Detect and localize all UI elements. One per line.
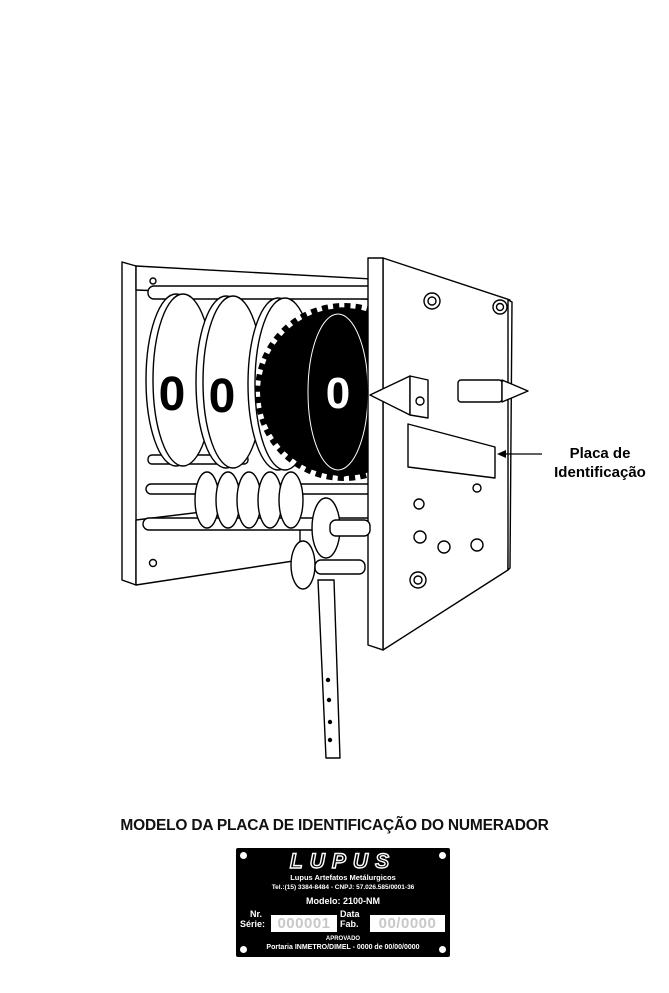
wheel-digit-3: 0 (261, 372, 288, 425)
serial-number-label: Nr. Série: (240, 909, 266, 929)
serial-label-line-1: Nr. (249, 909, 262, 919)
gear-train (194, 471, 371, 590)
frame-id-plate (407, 423, 496, 479)
serial-number-field: 000001 (271, 915, 337, 932)
ordinance-label: Portaria INMETRO/DIMEL - 0000 de 00/00/0… (266, 944, 420, 951)
manufacture-date-label: Data Fab. (340, 909, 368, 929)
identification-plate-callout: Placa de Identificação (540, 444, 660, 482)
callout-line-1: Placa de (569, 445, 631, 462)
drive-arm (317, 579, 341, 759)
company-contact: Tel.:(15) 3384-8484 - CNPJ: 57.026.585/0… (271, 884, 415, 891)
counter-wheel-1 (145, 293, 214, 467)
plate-model-heading: MODELO DA PLACA DE IDENTIFICAÇÃO DO NUME… (120, 817, 549, 834)
serial-label-line-2: Série: (240, 919, 266, 929)
model-label: Modelo: 2100-NM (305, 896, 380, 906)
brand-logo: LUPUS (289, 850, 397, 873)
callout-arrowhead (497, 450, 506, 458)
date-label-line-1: Data (340, 909, 360, 919)
callout-line-2: Identificação (554, 464, 646, 481)
left-frame-plate (121, 261, 137, 586)
counter-mechanism-drawing: 0 0 0 0 (121, 257, 542, 759)
manufacture-date-field: 00/0000 (370, 915, 445, 932)
screw-icon (240, 852, 247, 859)
wheel-digit-4: 0 (326, 369, 350, 418)
screw-icon (439, 852, 446, 859)
counter-wheel-2 (195, 295, 264, 469)
wheel-digit-1: 0 (159, 368, 186, 421)
screw-icon (240, 946, 247, 953)
date-label-line-2: Fab. (340, 919, 359, 929)
wheel-digit-2: 0 (209, 370, 236, 423)
screw-icon (439, 946, 446, 953)
company-name: Lupus Artefatos Metálurgicos (290, 873, 396, 882)
identification-plate: LUPUS Lupus Artefatos Metálurgicos Tel.:… (236, 848, 450, 957)
approval-label: APROVADO (325, 936, 361, 942)
